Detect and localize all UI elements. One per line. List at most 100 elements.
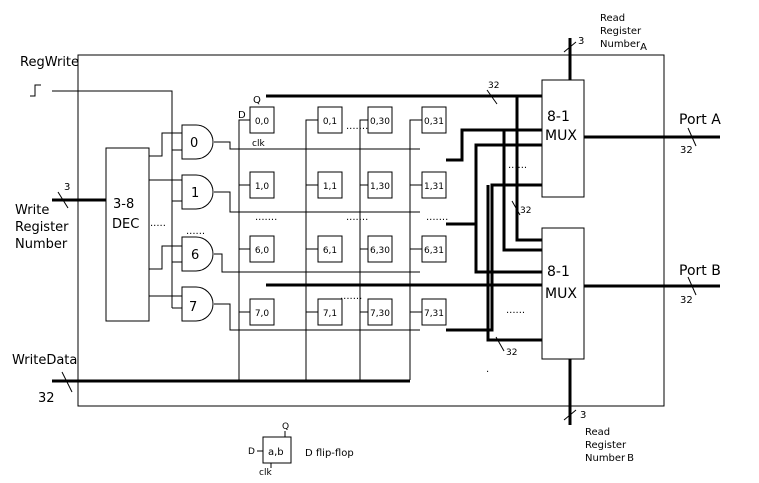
row-6-bus <box>446 143 542 226</box>
mux-a-label-1: 8-1 <box>547 109 570 125</box>
register-cell: 0,0 <box>249 106 275 134</box>
bus-width-row0: 32 <box>488 81 499 91</box>
port-a-width: 32 <box>680 145 693 156</box>
legend-clk: clk <box>259 468 272 478</box>
row-1-bus <box>446 128 542 162</box>
register-cell-box <box>317 298 343 326</box>
bus-width-low: 32 <box>506 348 517 358</box>
gate-out-7 <box>214 303 420 331</box>
svg-text:7: 7 <box>189 300 197 315</box>
legend-flipflop: a,b D Q clk D flip-flop <box>248 422 354 478</box>
register-cell: 7,31 <box>421 298 447 326</box>
register-cell-label: 0,0 <box>255 117 270 127</box>
register-cell-box <box>421 171 447 199</box>
mux-b-label-1: 8-1 <box>547 264 570 280</box>
register-cell-box <box>317 106 343 134</box>
register-cell-label: 0,30 <box>370 117 390 127</box>
cell-pin-clk: clk <box>252 139 265 149</box>
read-b-label-1: Read <box>585 427 610 438</box>
register-cell: 0,1 <box>317 106 343 134</box>
data-in-col-30 <box>359 119 368 380</box>
legend-d: D <box>248 447 255 457</box>
gate-dots: ...... <box>186 226 205 237</box>
register-cell: 6,30 <box>367 235 393 263</box>
port-b-width: 32 <box>680 295 693 306</box>
register-cell-box <box>249 106 275 134</box>
and-gate-7: 7 <box>181 286 214 322</box>
register-cell: 1,31 <box>421 171 447 199</box>
writedata-width: 32 <box>38 391 55 406</box>
register-cell: 0,30 <box>367 106 393 134</box>
write-reg-width: 3 <box>64 182 70 193</box>
decoder-dots: ..... <box>150 218 166 229</box>
cross-bus-4 <box>486 185 542 342</box>
bus-tick-row0 <box>486 89 498 105</box>
write-reg-label-1: Write <box>15 203 49 218</box>
decoder-label-1: 3-8 <box>113 197 134 212</box>
decoder-out-6 <box>149 245 182 270</box>
register-cell-label: 6,1 <box>323 246 337 256</box>
mux-b <box>541 227 585 360</box>
cross-bus-2 <box>502 130 542 252</box>
register-cell-box <box>317 235 343 263</box>
regwrite-label: RegWrite <box>20 55 79 70</box>
register-cell-label: 7,31 <box>424 309 444 319</box>
col-dots-row0: ....... <box>346 121 368 132</box>
regwrite-gate-taps <box>172 149 182 309</box>
row-dots-b: ....... <box>346 212 368 223</box>
register-cell-label: 6,31 <box>424 246 444 256</box>
cell-pin-q: Q <box>253 95 261 106</box>
writedata-label: WriteData <box>12 353 77 368</box>
register-cell-label: 1,0 <box>255 182 270 192</box>
mux-a <box>541 79 585 198</box>
mux-a-dots: ...... <box>508 160 527 171</box>
write-reg-label-3: Number <box>15 237 68 252</box>
regwrite-wire <box>52 90 173 308</box>
register-cell: 7,1 <box>317 298 343 326</box>
row-dots-c: ....... <box>426 212 448 223</box>
and-gate-0: 0 <box>181 124 214 160</box>
gate-out-0 <box>214 141 420 150</box>
read-b-width: 3 <box>580 410 586 421</box>
mux-b-label-2: MUX <box>545 286 577 302</box>
register-cell: 7,0 <box>249 298 275 326</box>
register-cell-label: 6,30 <box>370 246 390 256</box>
regwrite-pulse-icon <box>30 84 41 97</box>
register-cell-box <box>367 106 393 134</box>
read-a-label-2: Register <box>600 26 642 37</box>
gate-out-1 <box>214 191 420 213</box>
svg-text:0: 0 <box>190 136 198 151</box>
data-in-col-0 <box>238 119 250 380</box>
register-cell: 1,1 <box>317 171 343 199</box>
legend-q: Q <box>282 422 289 432</box>
register-cell-label: 7,0 <box>255 309 270 319</box>
and-gate-6: 6 <box>181 236 214 272</box>
register-cell: 0,31 <box>421 106 447 134</box>
port-a-label: Port A <box>679 112 721 128</box>
register-cell-label: 1,31 <box>424 182 444 192</box>
col-dots-row7: ....... <box>340 291 362 302</box>
read-b-label-2: Register <box>585 440 627 451</box>
register-cell-box <box>367 298 393 326</box>
row-dots-a: ....... <box>255 212 277 223</box>
register-cell-box <box>249 298 275 326</box>
register-cell: 1,0 <box>249 171 275 199</box>
port-b-label: Port B <box>679 263 721 279</box>
register-cell: 6,31 <box>421 235 447 263</box>
decoder-box <box>105 147 150 322</box>
register-cell-box <box>249 171 275 199</box>
register-cell-label: 7,30 <box>370 309 390 319</box>
register-cell-label: 6,0 <box>255 246 270 256</box>
mux-b-dots: ...... <box>506 305 525 316</box>
decoder-out-0 <box>149 132 182 157</box>
legend-cell-label: a,b <box>268 447 284 458</box>
bus-tick-mid <box>511 200 521 216</box>
register-cell-label: 0,1 <box>323 117 337 127</box>
cross-bus-1 <box>515 96 542 242</box>
read-a-tick <box>563 41 577 53</box>
register-cell-label: 1,1 <box>323 182 337 192</box>
register-cell-box <box>421 106 447 134</box>
register-cell: 7,30 <box>367 298 393 326</box>
